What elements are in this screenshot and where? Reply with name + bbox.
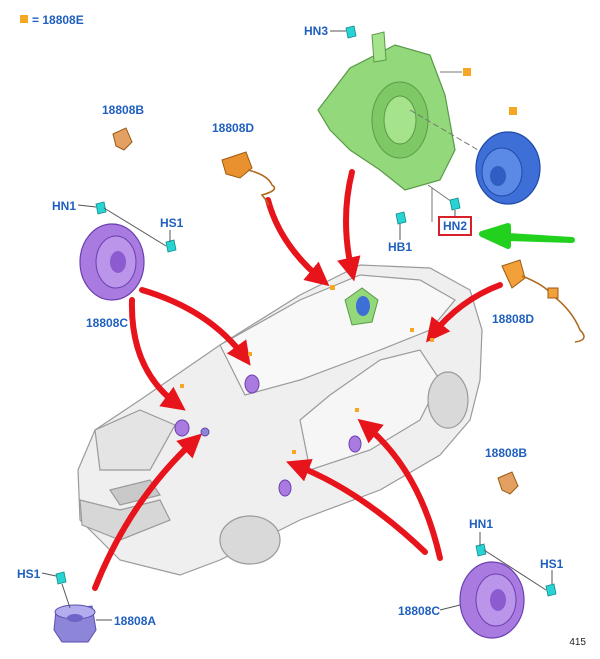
label-hn3: HN3 [304, 24, 329, 38]
highlight-arrow [479, 223, 575, 249]
label-18808a: 18808A [114, 614, 157, 628]
legend-swatch [20, 15, 28, 23]
label-18808b-left: 18808B [102, 103, 145, 117]
blue-speaker [475, 131, 541, 205]
label-hs1-left: HS1 [160, 216, 184, 230]
legend-text: = 18808E [32, 13, 84, 27]
label-hs1-right: HS1 [540, 557, 564, 571]
vehicle-subwoofer-marker [344, 287, 379, 326]
label-18808b-right: 18808B [485, 446, 528, 460]
vehicle-speaker-markers [174, 374, 362, 497]
vehicle-orange-markers [180, 285, 434, 454]
label-hs1-bottom: HS1 [17, 567, 41, 581]
label-hn2-highlighted: HN2 [438, 216, 473, 236]
page-number: 415 [569, 637, 586, 648]
label-hn1-right: HN1 [469, 517, 494, 531]
orange-square-markers [463, 68, 517, 115]
leader-lines [41, 30, 553, 621]
location-arrows [92, 169, 503, 591]
bracket-part [112, 127, 519, 495]
label-18808d-left: 18808D [212, 121, 255, 135]
connector-harness-right [501, 259, 585, 343]
label-18808c-left: 18808C [86, 316, 129, 330]
label-hb1: HB1 [388, 240, 413, 254]
vehicle-body [77, 264, 483, 576]
legend: = 18808E [20, 13, 84, 27]
subwoofer-enclosure [317, 31, 479, 222]
label-18808c-right: 18808C [398, 604, 441, 618]
purple-speaker-right [459, 561, 525, 639]
tweeter-bottom [53, 604, 97, 643]
connector-harness-left [221, 151, 276, 206]
label-hn1-left: HN1 [52, 199, 77, 213]
purple-speaker-left [79, 223, 145, 301]
fastener-markers [55, 25, 557, 597]
label-18808d-right: 18808D [492, 312, 535, 326]
